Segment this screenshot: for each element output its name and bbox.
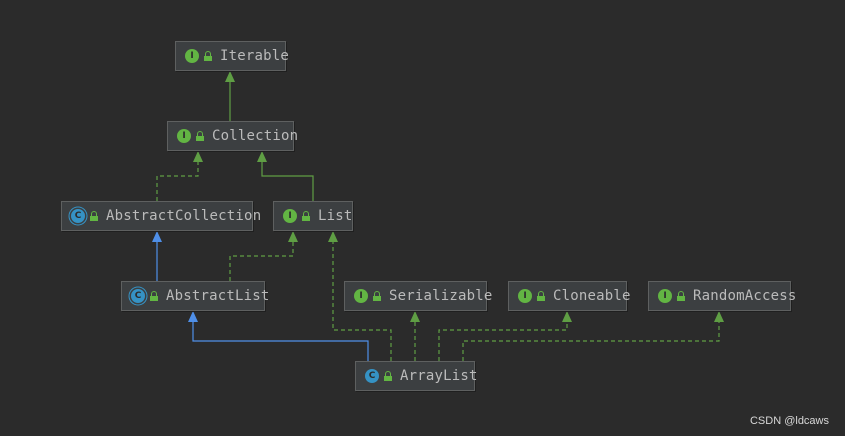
interface-icon: I	[354, 289, 368, 303]
edge-arrowhead	[714, 311, 724, 322]
node-collection[interactable]: I Collection	[167, 121, 298, 151]
watermark: CSDN @ldcaws	[749, 415, 829, 427]
edge-arrowhead	[562, 311, 572, 322]
edge-abstractlist-implements-list	[229, 239, 294, 281]
edge-arrowhead	[328, 231, 338, 242]
node-label: AbstractCollection	[106, 208, 262, 224]
abstract-class-icon: C	[131, 289, 145, 303]
lock-icon	[204, 51, 212, 61]
edge-arraylist-extends-abstractlist	[192, 319, 369, 361]
edge-arrowhead	[288, 231, 298, 242]
node-label: Collection	[212, 128, 299, 144]
node-serializable[interactable]: I Serializable	[344, 281, 492, 311]
edge-arrowhead	[410, 311, 420, 322]
edge-arrowhead	[188, 311, 198, 322]
lock-icon	[90, 211, 98, 221]
node-abstract-list[interactable]: C AbstractList	[121, 281, 269, 311]
lock-icon	[537, 291, 545, 301]
lock-icon	[196, 131, 204, 141]
interface-icon: I	[283, 209, 297, 223]
node-array-list[interactable]: C ArrayList	[355, 361, 478, 391]
interface-icon: I	[658, 289, 672, 303]
edge-arraylist-implements-list	[332, 239, 392, 361]
node-iterable[interactable]: I Iterable	[175, 41, 290, 71]
node-abstract-collection[interactable]: C AbstractCollection	[61, 201, 261, 231]
node-label: ArrayList	[400, 368, 478, 384]
node-label: Cloneable	[553, 288, 631, 304]
edge-arrowhead	[193, 151, 203, 162]
node-label: RandomAccess	[693, 288, 797, 304]
edge-arrowhead	[152, 231, 162, 242]
node-label: AbstractList	[166, 288, 270, 304]
lock-icon	[302, 211, 310, 221]
edge-arraylist-implements-cloneable	[438, 319, 568, 361]
node-random-access[interactable]: I RandomAccess	[648, 281, 796, 311]
abstract-class-icon: C	[71, 209, 85, 223]
interface-icon: I	[518, 289, 532, 303]
lock-icon	[384, 371, 392, 381]
edge-arrowhead	[257, 151, 267, 162]
lock-icon	[150, 291, 158, 301]
node-label: List	[318, 208, 353, 224]
lock-icon	[373, 291, 381, 301]
edge-abstractcollection-implements-collection	[156, 159, 199, 201]
node-label: Serializable	[389, 288, 493, 304]
lock-icon	[677, 291, 685, 301]
edge-list-extends-collection	[261, 159, 314, 201]
node-list[interactable]: I List	[273, 201, 353, 231]
node-cloneable[interactable]: I Cloneable	[508, 281, 630, 311]
node-label: Iterable	[220, 48, 290, 64]
interface-icon: I	[185, 49, 199, 63]
edge-arraylist-implements-randomaccess	[462, 319, 720, 361]
edge-arrowhead	[225, 71, 235, 82]
class-icon: C	[365, 369, 379, 383]
interface-icon: I	[177, 129, 191, 143]
